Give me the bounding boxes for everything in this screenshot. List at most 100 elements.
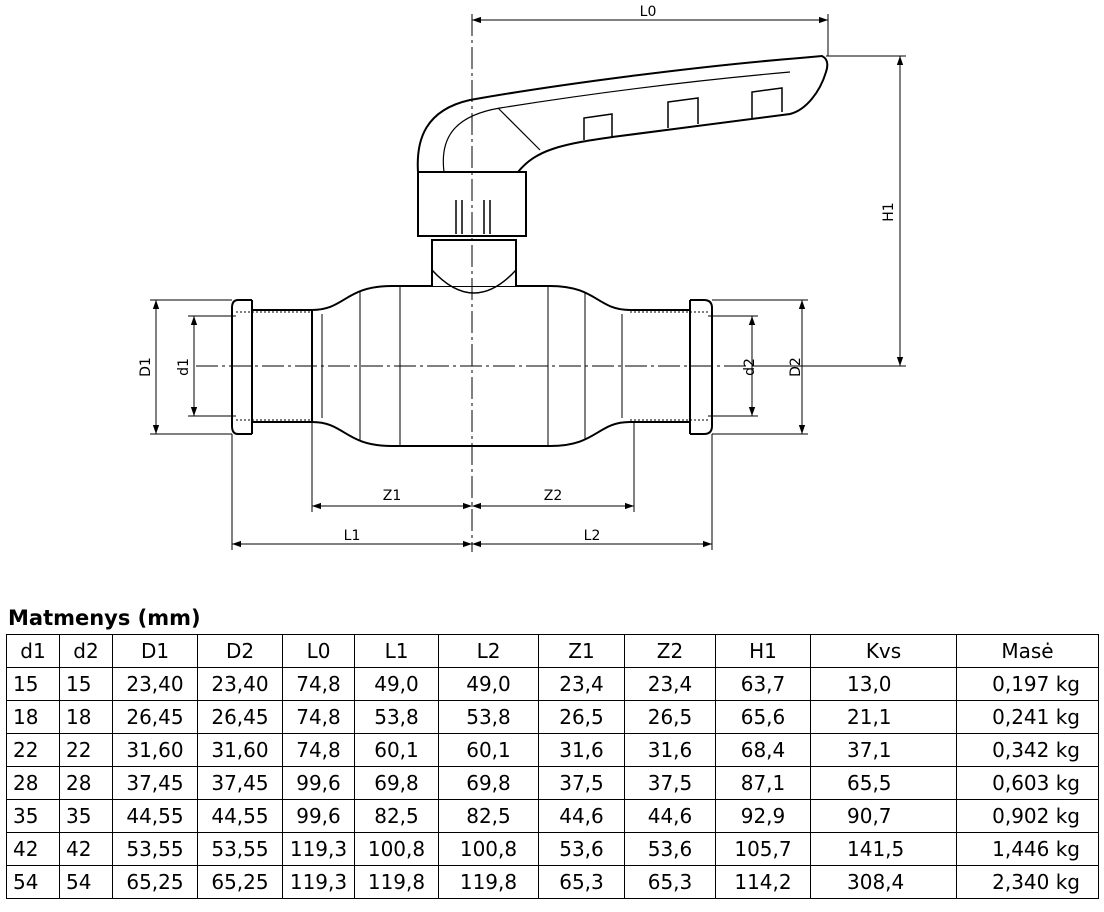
table-cell: 63,7 — [715, 667, 811, 701]
label-D1: D1 — [138, 357, 154, 377]
table-cell: 31,60 — [197, 733, 283, 767]
table-cell: 53,55 — [112, 832, 198, 866]
table-cell: 0,603 kg — [956, 766, 1099, 800]
table-cell: 69,8 — [438, 766, 539, 800]
header-cell: L0 — [282, 634, 355, 668]
table-cell: 35 — [6, 799, 60, 833]
table-cell: 53,6 — [624, 832, 716, 866]
table-cell: 119,3 — [282, 865, 355, 899]
table-cell: 53,55 — [197, 832, 283, 866]
table-cell: 44,6 — [624, 799, 716, 833]
header-cell: d1 — [6, 634, 60, 668]
table-cell: 53,8 — [438, 700, 539, 734]
extension-lines — [150, 14, 906, 550]
table-cell: 37,45 — [112, 766, 198, 800]
table-cell: 0,197 kg — [956, 667, 1099, 701]
label-L0: L0 — [640, 4, 657, 20]
table-cell: 31,6 — [538, 733, 625, 767]
table-cell: 26,5 — [624, 700, 716, 734]
table-cell: 65,25 — [197, 865, 283, 899]
table-cell: 22 — [59, 733, 113, 767]
label-Z1: Z1 — [383, 488, 402, 504]
table-cell: 82,5 — [354, 799, 439, 833]
label-D2: D2 — [788, 357, 804, 377]
table-cell: 0,342 kg — [956, 733, 1099, 767]
table-cell: 65,6 — [715, 700, 811, 734]
table-cell: 13,0 — [810, 667, 957, 701]
table-cell: 69,8 — [354, 766, 439, 800]
table-cell: 15 — [59, 667, 113, 701]
table-cell: 31,6 — [624, 733, 716, 767]
valve-body — [231, 235, 713, 447]
table-header-row: d1 d2 D1 D2 L0 L1 L2 Z1 Z2 H1 Kvs Masė — [6, 634, 1099, 668]
table-cell: 35 — [59, 799, 113, 833]
table-cell: 0,902 kg — [956, 799, 1099, 833]
table-cell: 68,4 — [715, 733, 811, 767]
table-cell: 0,241 kg — [956, 700, 1099, 734]
header-cell: d2 — [59, 634, 113, 668]
header-cell: D2 — [197, 634, 283, 668]
table-cell: 23,4 — [538, 667, 625, 701]
table-title: Matmenys (mm) — [8, 606, 201, 630]
table-cell: 308,4 — [810, 865, 957, 899]
dimension-labels: L0 H1 D1 d1 d2 D2 Z1 Z2 L1 L2 — [138, 4, 897, 544]
table-cell: 65,25 — [112, 865, 198, 899]
table-cell: 37,45 — [197, 766, 283, 800]
table-cell: 74,8 — [282, 667, 355, 701]
table-cell: 100,8 — [354, 832, 439, 866]
table-cell: 82,5 — [438, 799, 539, 833]
table-cell: 22 — [6, 733, 60, 767]
table-cell: 54 — [6, 865, 60, 899]
table-cell: 105,7 — [715, 832, 811, 866]
header-cell: Z1 — [538, 634, 625, 668]
label-L2: L2 — [584, 528, 601, 544]
table-cell: 37,5 — [538, 766, 625, 800]
header-cell: Z2 — [624, 634, 716, 668]
table-cell: 26,45 — [197, 700, 283, 734]
table-cell: 42 — [59, 832, 113, 866]
dimension-lines — [152, 16, 904, 548]
label-Z2: Z2 — [544, 488, 563, 504]
table-cell: 90,7 — [810, 799, 957, 833]
table-cell: 87,1 — [715, 766, 811, 800]
table-cell: 53,6 — [538, 832, 625, 866]
table-cell: 21,1 — [810, 700, 957, 734]
label-d1: d1 — [176, 358, 192, 376]
table-cell: 49,0 — [438, 667, 539, 701]
table-cell: 141,5 — [810, 832, 957, 866]
label-d2: d2 — [742, 358, 758, 376]
table-cell: 119,8 — [354, 865, 439, 899]
table-cell: 54 — [59, 865, 113, 899]
label-H1: H1 — [881, 202, 897, 221]
dimensions-table: d1 d2 D1 D2 L0 L1 L2 Z1 Z2 H1 Kvs Masė 1… — [6, 634, 1099, 899]
table-cell: 26,5 — [538, 700, 625, 734]
table-cell: 119,8 — [438, 865, 539, 899]
table-cell: 23,40 — [197, 667, 283, 701]
table-cell: 74,8 — [282, 700, 355, 734]
table-cell: 74,8 — [282, 733, 355, 767]
table-cell: 65,5 — [810, 766, 957, 800]
table-cell: 60,1 — [438, 733, 539, 767]
table-cell: 44,55 — [112, 799, 198, 833]
table-cell: 44,55 — [197, 799, 283, 833]
header-cell: Masė — [956, 634, 1099, 668]
table-cell: 65,3 — [624, 865, 716, 899]
table-cell: 28 — [6, 766, 60, 800]
table-cell: 65,3 — [538, 865, 625, 899]
table-cell: 18 — [6, 700, 60, 734]
table-cell: 53,8 — [354, 700, 439, 734]
table-cell: 49,0 — [354, 667, 439, 701]
table-cell: 2,340 kg — [956, 865, 1099, 899]
table-cell: 23,40 — [112, 667, 198, 701]
valve-technical-drawing: L0 H1 D1 d1 d2 D2 Z1 Z2 L1 L2 — [138, 4, 906, 552]
header-cell: L2 — [438, 634, 539, 668]
center-lines — [196, 14, 750, 552]
table-cell: 44,6 — [538, 799, 625, 833]
table-cell: 99,6 — [282, 799, 355, 833]
